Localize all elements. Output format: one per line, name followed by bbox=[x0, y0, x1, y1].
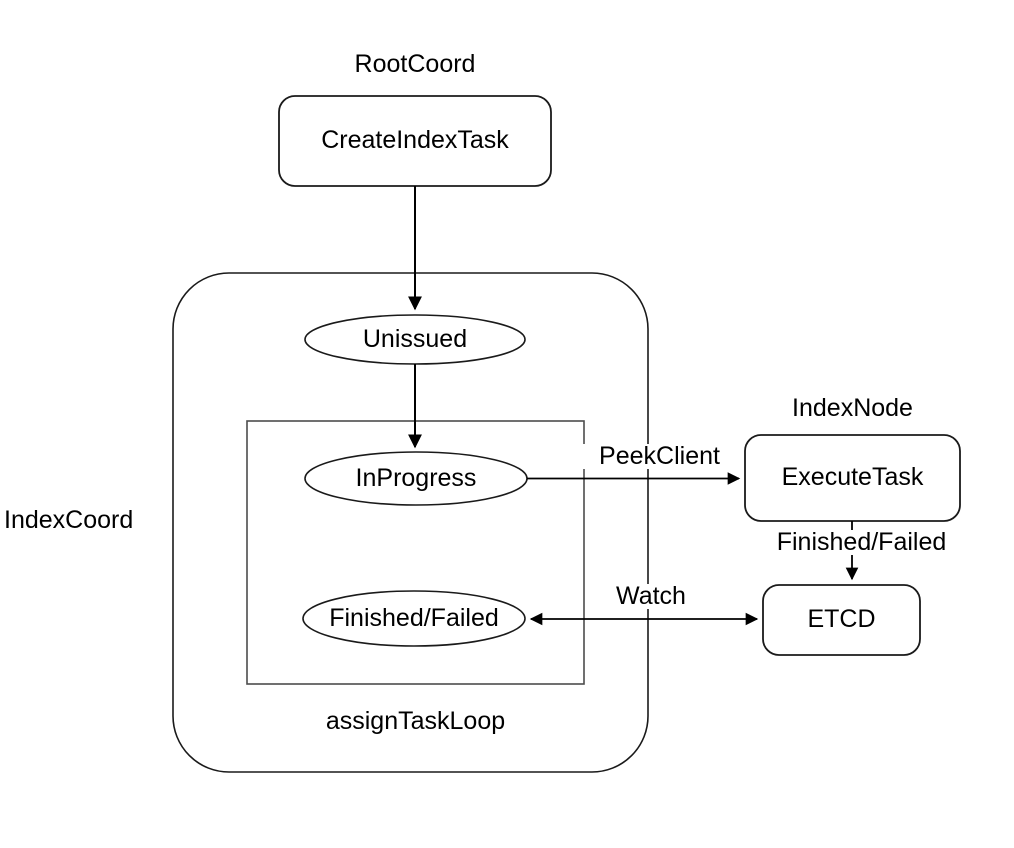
edge-label-watch: Watch bbox=[604, 584, 698, 609]
node-finished-failed[interactable] bbox=[303, 591, 525, 646]
node-etcd[interactable] bbox=[763, 585, 920, 655]
node-execute-task[interactable] bbox=[745, 435, 960, 521]
edge-label-peekclient: PeekClient bbox=[581, 444, 738, 469]
node-create-index-task[interactable] bbox=[279, 96, 551, 186]
group-label-rootcoord: RootCoord bbox=[354, 50, 476, 78]
node-in-progress[interactable] bbox=[305, 452, 527, 505]
group-label-indexnode: IndexNode bbox=[792, 394, 913, 422]
group-label-indexcoord: IndexCoord bbox=[4, 506, 134, 534]
node-finished-failed-shape[interactable] bbox=[302, 590, 526, 647]
node-unissued[interactable] bbox=[305, 315, 525, 364]
edge-label-finished-failed: Finished/Failed bbox=[757, 530, 966, 555]
node-etcd-shape[interactable] bbox=[762, 584, 921, 656]
group-label-assigntaskloop: assignTaskLoop bbox=[325, 707, 506, 735]
